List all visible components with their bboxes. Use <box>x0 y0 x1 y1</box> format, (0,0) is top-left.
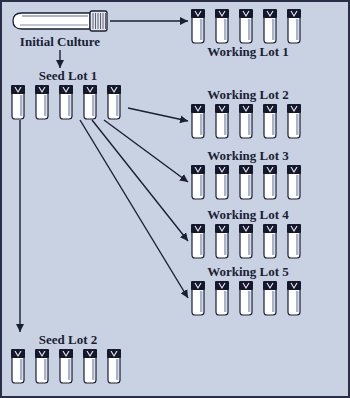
vial-row <box>188 223 308 259</box>
vial-lot: Working Lot 2 <box>188 87 308 139</box>
vial-icon <box>191 104 205 138</box>
vial-icon <box>239 224 253 258</box>
vial-icon <box>287 281 301 315</box>
vial-icon <box>263 281 277 315</box>
vial-icon <box>107 349 121 383</box>
lot-label: Working Lot 1 <box>188 44 308 60</box>
vial-lot: Working Lot 4 <box>188 207 308 259</box>
vial-icon <box>191 281 205 315</box>
vial-row <box>188 280 308 316</box>
vial-lot: Working Lot 1 <box>188 8 308 60</box>
vial-icon <box>239 165 253 199</box>
culture-tube-group: Initial Culture <box>10 8 110 50</box>
vial-row <box>8 348 128 384</box>
culture-tube <box>13 11 107 31</box>
vial-icon <box>215 165 229 199</box>
propagation-arrow <box>19 120 20 332</box>
vial-icon <box>263 224 277 258</box>
vial-icon <box>191 9 205 43</box>
vial-icon <box>11 349 25 383</box>
propagation-arrow <box>110 20 188 21</box>
tube-illustration <box>10 8 110 34</box>
lot-label: Working Lot 3 <box>188 148 308 164</box>
vial-icon <box>35 349 49 383</box>
vial-icon <box>239 104 253 138</box>
vial-icon <box>215 9 229 43</box>
vial-icon <box>191 224 205 258</box>
lot-label: Initial Culture <box>10 34 110 50</box>
vial-icon <box>287 165 301 199</box>
vial-row <box>188 164 308 200</box>
lot-label: Seed Lot 2 <box>8 332 128 348</box>
vial-icon <box>287 104 301 138</box>
vial-icon <box>287 224 301 258</box>
vial-icon <box>107 85 121 119</box>
vial-icon <box>263 165 277 199</box>
vial-lot: Working Lot 5 <box>188 264 308 316</box>
lot-label: Seed Lot 1 <box>8 68 128 84</box>
propagation-arrow <box>80 120 188 298</box>
propagation-arrow <box>59 50 60 68</box>
vial-icon <box>263 9 277 43</box>
propagation-arrow <box>128 108 188 121</box>
vial-row <box>188 103 308 139</box>
vial-icon <box>287 9 301 43</box>
lot-label: Working Lot 4 <box>188 207 308 223</box>
vial-lot: Seed Lot 2 <box>8 332 128 384</box>
vial-icon <box>191 165 205 199</box>
vial-lot: Seed Lot 1 <box>8 68 128 120</box>
vial-row <box>188 8 308 44</box>
propagation-arrow <box>92 120 188 241</box>
vial-icon <box>11 85 25 119</box>
vial-row <box>8 84 128 120</box>
vial-icon <box>215 224 229 258</box>
vial-icon <box>263 104 277 138</box>
vial-icon <box>239 9 253 43</box>
vial-icon <box>215 104 229 138</box>
vial-icon <box>83 85 97 119</box>
lot-label: Working Lot 2 <box>188 87 308 103</box>
vial-icon <box>59 349 73 383</box>
vial-icon <box>83 349 97 383</box>
vial-lot: Working Lot 3 <box>188 148 308 200</box>
vial-icon <box>35 85 49 119</box>
vial-icon <box>59 85 73 119</box>
vial-icon <box>239 281 253 315</box>
vial-icon <box>215 281 229 315</box>
lot-label: Working Lot 5 <box>188 264 308 280</box>
